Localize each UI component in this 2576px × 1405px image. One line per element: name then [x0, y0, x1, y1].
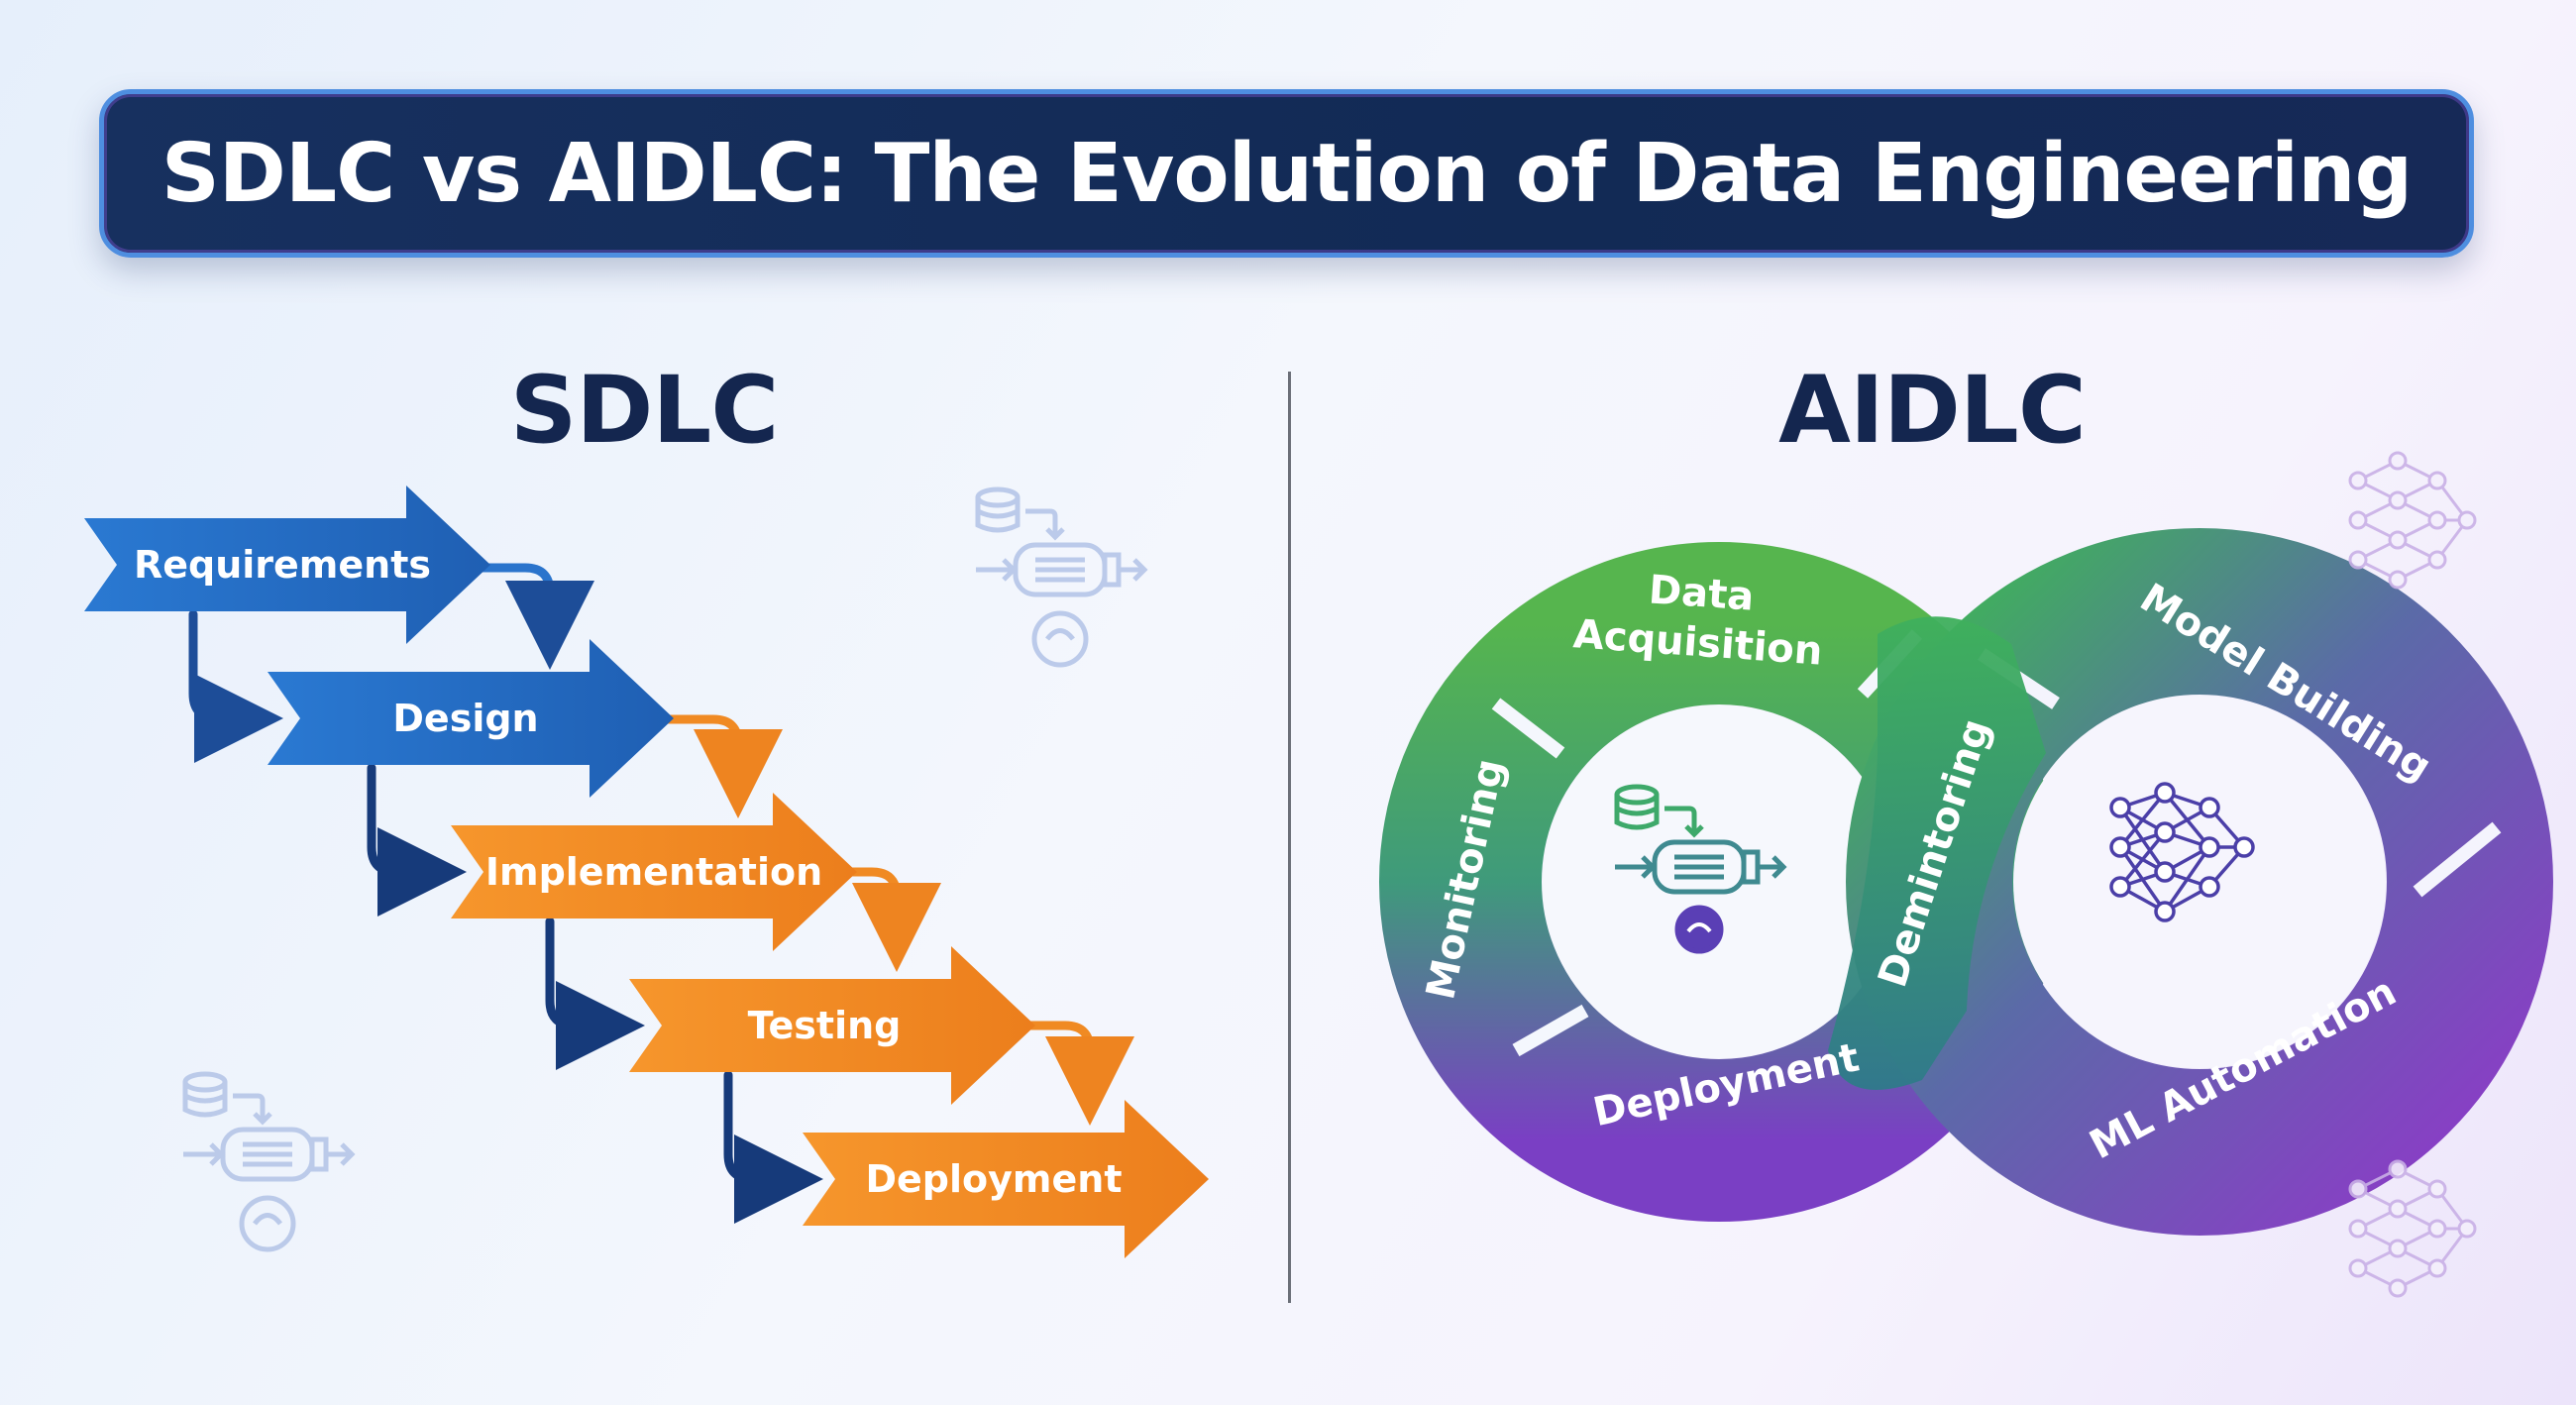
step-label-deployment: Deployment: [865, 1157, 1122, 1201]
neural-network-icon: [2348, 1159, 2477, 1298]
data-pipeline-icon: [975, 486, 1148, 668]
label-data: DataAcquisition: [1571, 562, 1827, 674]
connector-design-impl: [649, 714, 783, 818]
aidlc-crossing-band: [1828, 616, 2046, 1090]
connector-impl-test: [827, 867, 941, 972]
sdlc-step-requirements: Requirements: [84, 486, 490, 644]
sdlc-step-testing: Testing: [629, 946, 1035, 1105]
aidlc-heading: AIDLC: [1778, 357, 2087, 465]
step-label-implementation: Implementation: [485, 850, 822, 894]
sdlc-step-implementation: Implementation: [451, 793, 857, 951]
sdlc-step-deployment: Deployment: [803, 1100, 1209, 1258]
entry-impl: [367, 763, 467, 917]
connector-test-deploy: [1016, 1021, 1134, 1126]
sdlc-step-design: Design: [268, 639, 674, 798]
step-label-requirements: Requirements: [134, 543, 431, 587]
step-label-design: Design: [392, 697, 538, 740]
entry-deploy: [723, 1070, 823, 1224]
connector-req-design: [461, 563, 594, 670]
section-divider: [1288, 372, 1291, 1303]
neural-network-icon: [2109, 782, 2255, 922]
neural-network-icon: [2348, 451, 2477, 590]
title-banner: SDLC vs AIDLC: The Evolution of Data Eng…: [99, 89, 2474, 258]
entry-test: [545, 917, 645, 1070]
step-label-testing: Testing: [748, 1004, 902, 1047]
sdlc-connectors: [188, 563, 1134, 1224]
page-title: SDLC vs AIDLC: The Evolution of Data Eng…: [161, 126, 2414, 221]
data-pipeline-icon: [182, 1071, 356, 1252]
sdlc-heading: SDLC: [509, 357, 780, 465]
data-pipeline-icon: [1614, 784, 1787, 954]
entry-design: [188, 609, 283, 763]
